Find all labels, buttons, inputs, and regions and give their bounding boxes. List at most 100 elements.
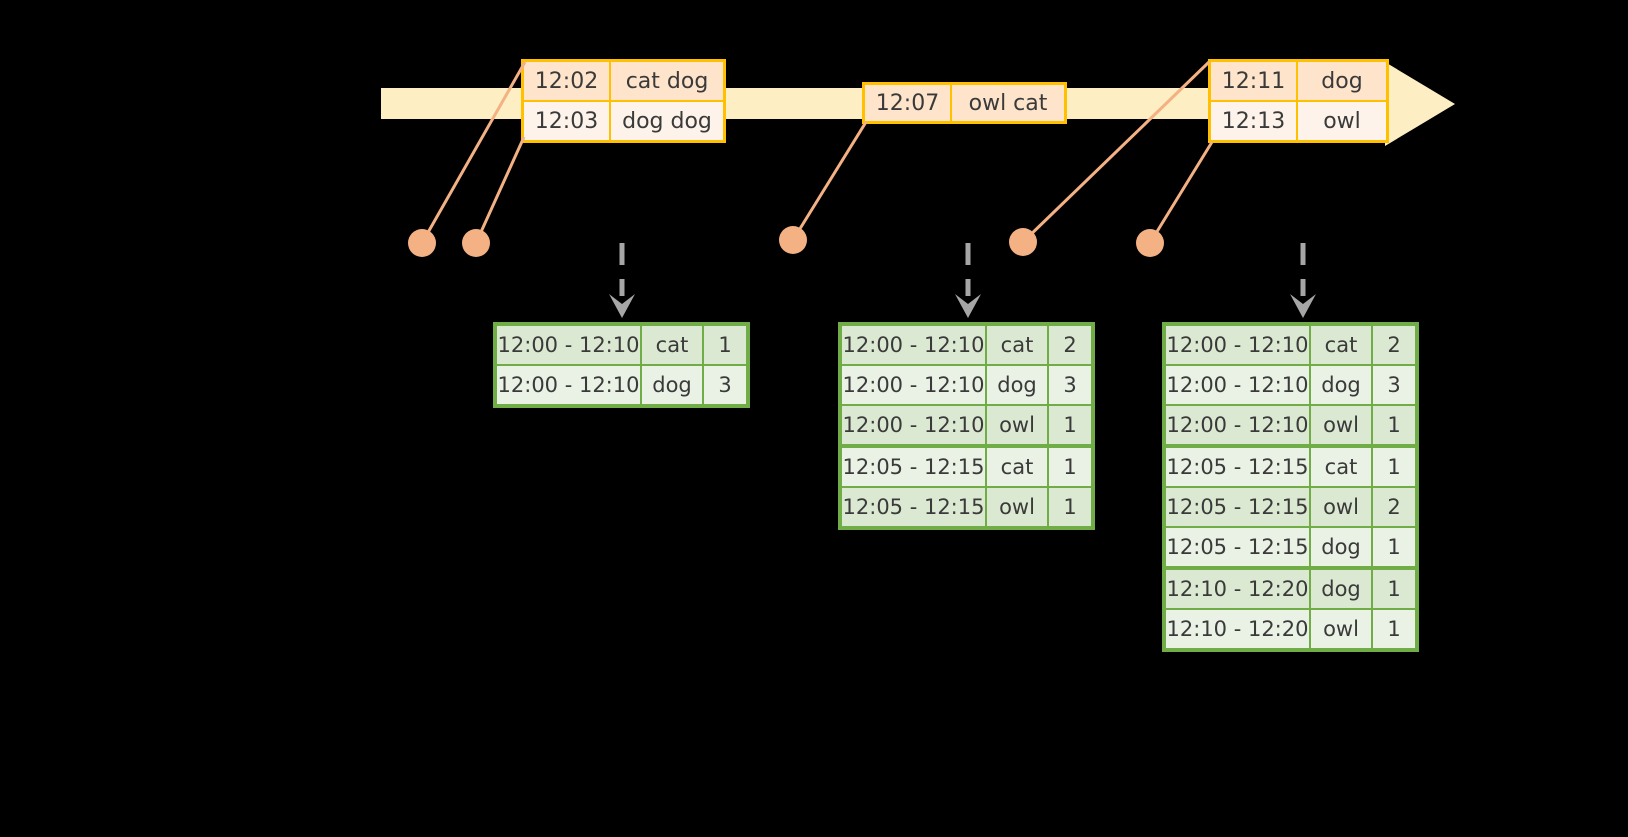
count-cell: 1 (1371, 406, 1415, 444)
table-row[interactable]: 12:10 - 12:20 dog 1 (1166, 570, 1415, 608)
emit-arrow-3-head-icon (1290, 294, 1316, 318)
event-marker-5[interactable] (1136, 229, 1164, 257)
table-row[interactable]: 12:05 - 12:15 owl 1 (842, 486, 1091, 526)
event-time: 12:07 (865, 85, 950, 121)
window-cell: 12:05 - 12:15 (1166, 448, 1309, 486)
key-cell: cat (985, 448, 1047, 486)
result-group: 12:05 - 12:15 cat 1 12:05 - 12:15 owl 1 (842, 444, 1091, 526)
event-time: 12:11 (1211, 62, 1296, 100)
event-box-1[interactable]: 12:02 cat dog 12:03 dog dog (521, 59, 726, 143)
table-row[interactable]: 12:00 - 12:10 cat 2 (842, 326, 1091, 364)
table-row[interactable]: 12:00 - 12:10 owl 1 (1166, 404, 1415, 444)
window-cell: 12:10 - 12:20 (1166, 570, 1309, 608)
event-box-2[interactable]: 12:07 owl cat (862, 82, 1067, 124)
table-row[interactable]: 12:05 - 12:15 cat 1 (1166, 448, 1415, 486)
key-cell: dog (1309, 528, 1371, 566)
table-row[interactable]: 12:05 - 12:15 dog 1 (1166, 526, 1415, 566)
key-cell: cat (1309, 326, 1371, 364)
window-cell: 12:05 - 12:15 (842, 448, 985, 486)
event-row[interactable]: 12:03 dog dog (524, 100, 723, 140)
count-cell: 1 (1371, 570, 1415, 608)
key-cell: owl (1309, 488, 1371, 526)
connector-dots (408, 226, 1164, 257)
result-table-2[interactable]: 12:00 - 12:10 cat 2 12:00 - 12:10 dog 3 … (838, 322, 1095, 530)
window-cell: 12:05 - 12:15 (842, 488, 985, 526)
key-cell: cat (985, 326, 1047, 364)
result-group: 12:10 - 12:20 dog 1 12:10 - 12:20 owl 1 (1166, 566, 1415, 648)
event-row[interactable]: 12:02 cat dog (524, 62, 723, 100)
event-marker-4[interactable] (1009, 228, 1037, 256)
event-marker-2[interactable] (462, 229, 490, 257)
event-row[interactable]: 12:13 owl (1211, 100, 1386, 140)
table-row[interactable]: 12:00 - 12:10 dog 3 (497, 364, 746, 404)
event-marker-3[interactable] (779, 226, 807, 254)
window-cell: 12:00 - 12:10 (497, 326, 640, 364)
count-cell: 3 (1047, 366, 1091, 404)
event-payload: owl cat (950, 85, 1064, 121)
key-cell: owl (985, 406, 1047, 444)
event-box-3[interactable]: 12:11 dog 12:13 owl (1208, 59, 1389, 143)
result-group: 12:00 - 12:10 cat 2 12:00 - 12:10 dog 3 … (842, 326, 1091, 444)
table-row[interactable]: 12:00 - 12:10 owl 1 (842, 404, 1091, 444)
table-row[interactable]: 12:00 - 12:10 dog 3 (1166, 364, 1415, 404)
window-cell: 12:00 - 12:10 (1166, 366, 1309, 404)
key-cell: owl (1309, 406, 1371, 444)
key-cell: dog (640, 366, 702, 404)
timeline-arrowhead-icon (1385, 62, 1455, 146)
window-cell: 12:00 - 12:10 (842, 366, 985, 404)
event-payload: dog dog (609, 102, 723, 140)
connector-line-3 (791, 121, 868, 241)
event-payload: dog (1296, 62, 1386, 100)
count-cell: 3 (1371, 366, 1415, 404)
result-table-3[interactable]: 12:00 - 12:10 cat 2 12:00 - 12:10 dog 3 … (1162, 322, 1419, 652)
key-cell: dog (1309, 366, 1371, 404)
table-row[interactable]: 12:10 - 12:20 owl 1 (1166, 608, 1415, 648)
count-cell: 3 (702, 366, 746, 404)
event-time: 12:13 (1211, 102, 1296, 140)
result-group: 12:00 - 12:10 cat 2 12:00 - 12:10 dog 3 … (1166, 326, 1415, 444)
emit-arrow-2-head-icon (955, 294, 981, 318)
key-cell: owl (985, 488, 1047, 526)
count-cell: 1 (1047, 488, 1091, 526)
count-cell: 2 (1371, 326, 1415, 364)
emit-arrow-1-head-icon (609, 294, 635, 318)
event-row[interactable]: 12:11 dog (1211, 62, 1386, 100)
key-cell: dog (985, 366, 1047, 404)
event-row[interactable]: 12:07 owl cat (865, 85, 1064, 121)
result-table-1[interactable]: 12:00 - 12:10 cat 1 12:00 - 12:10 dog 3 (493, 322, 750, 408)
event-payload: cat dog (609, 62, 723, 100)
table-row[interactable]: 12:05 - 12:15 cat 1 (842, 448, 1091, 486)
event-marker-1[interactable] (408, 229, 436, 257)
window-cell: 12:00 - 12:10 (842, 326, 985, 364)
count-cell: 1 (1047, 448, 1091, 486)
count-cell: 1 (702, 326, 746, 364)
count-cell: 1 (1371, 610, 1415, 648)
key-cell: cat (640, 326, 702, 364)
table-row[interactable]: 12:00 - 12:10 cat 2 (1166, 326, 1415, 364)
result-group: 12:05 - 12:15 cat 1 12:05 - 12:15 owl 2 … (1166, 444, 1415, 566)
count-cell: 1 (1047, 406, 1091, 444)
connector-line-2 (474, 136, 526, 244)
table-row[interactable]: 12:05 - 12:15 owl 2 (1166, 486, 1415, 526)
window-cell: 12:05 - 12:15 (1166, 488, 1309, 526)
count-cell: 1 (1371, 528, 1415, 566)
event-time: 12:03 (524, 102, 609, 140)
key-cell: cat (1309, 448, 1371, 486)
count-cell: 1 (1371, 448, 1415, 486)
key-cell: dog (1309, 570, 1371, 608)
window-cell: 12:05 - 12:15 (1166, 528, 1309, 566)
connector-line-5 (1148, 141, 1214, 244)
count-cell: 2 (1047, 326, 1091, 364)
table-row[interactable]: 12:00 - 12:10 cat 1 (497, 326, 746, 364)
window-cell: 12:10 - 12:20 (1166, 610, 1309, 648)
event-time: 12:02 (524, 62, 609, 100)
count-cell: 2 (1371, 488, 1415, 526)
event-payload: owl (1296, 102, 1386, 140)
table-row[interactable]: 12:00 - 12:10 dog 3 (842, 364, 1091, 404)
window-cell: 12:00 - 12:10 (842, 406, 985, 444)
dashed-arrow-group (609, 243, 1316, 318)
window-cell: 12:00 - 12:10 (1166, 326, 1309, 364)
window-cell: 12:00 - 12:10 (1166, 406, 1309, 444)
window-cell: 12:00 - 12:10 (497, 366, 640, 404)
